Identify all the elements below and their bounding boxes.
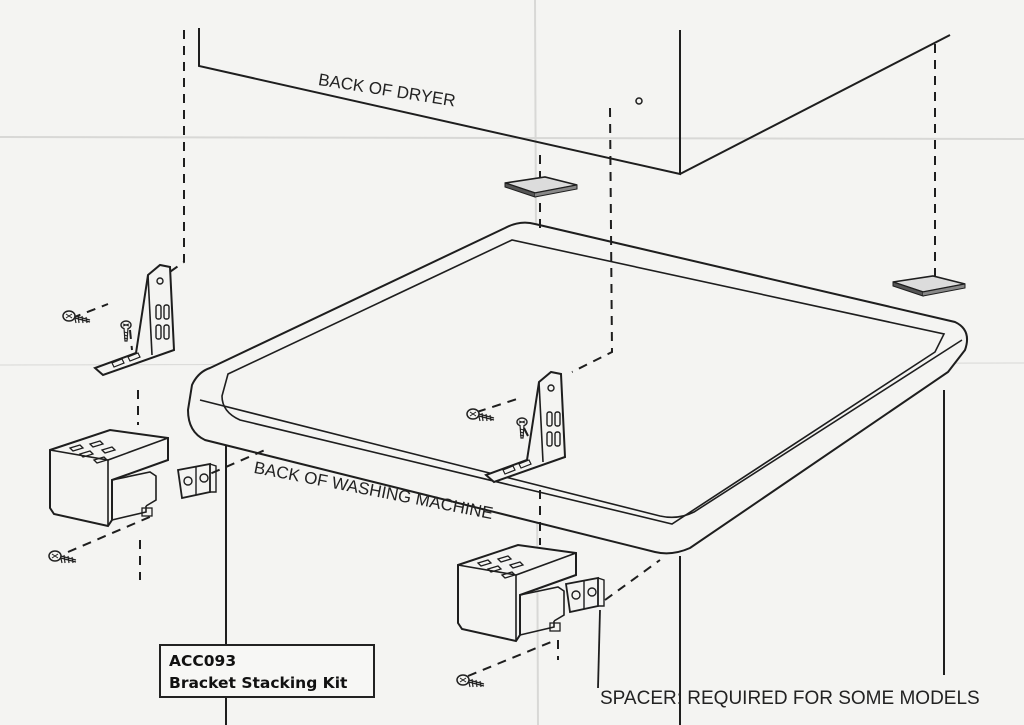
bracket-icon [94,264,175,376]
kit-code: ACC093 [169,652,237,670]
bracket-icon [457,544,577,642]
adhesive-pad-icon [892,275,966,297]
washer-top [186,221,968,555]
dryer-outline [198,28,951,176]
kit-info-box: ACC093 Bracket Stacking Kit [159,644,375,698]
spacer-note: SPACER: REQUIRED FOR SOME MODELS [600,688,980,709]
spacer-icon [177,463,217,499]
screw-icon [456,674,485,688]
spacer-icon [565,577,605,613]
spacer-leader-line [597,609,601,689]
screw-icon [48,550,77,564]
adhesive-pad-icon [504,176,578,198]
bracket-icon [49,429,169,527]
screw-icon [62,310,91,324]
kit-name: Bracket Stacking Kit [169,674,348,692]
pilot-hole-icon [635,97,643,105]
